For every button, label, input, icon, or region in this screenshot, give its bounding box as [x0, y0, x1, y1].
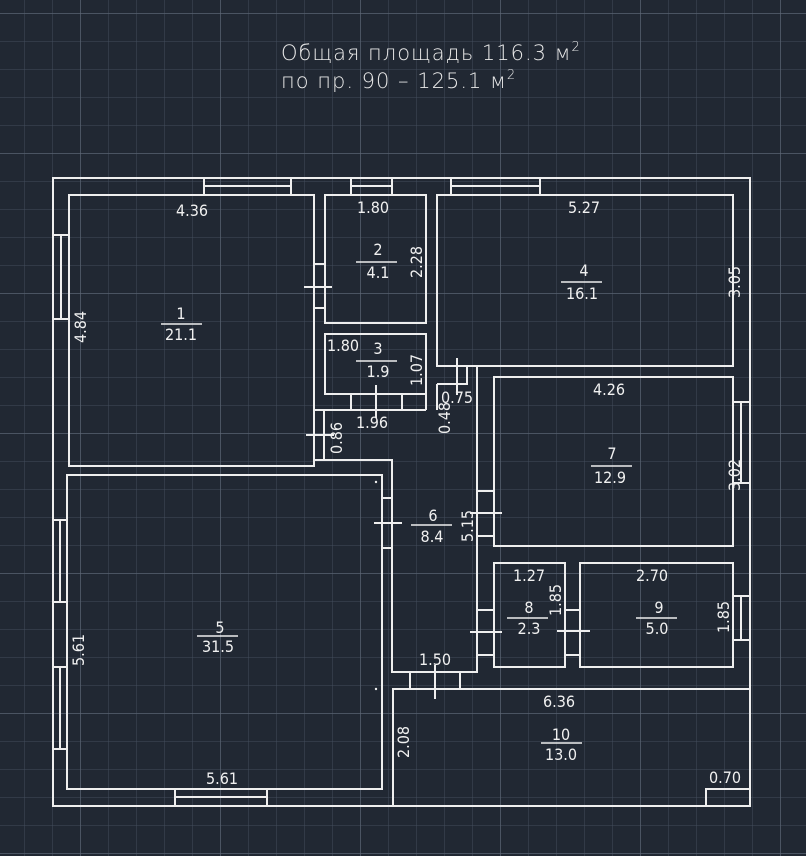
dim-r3-bottom: 1.96 — [356, 413, 388, 432]
room-1-outline — [68, 194, 315, 467]
total-area-text: Общая площадь 116.3 м — [281, 41, 572, 65]
room-area: 16.1 — [566, 284, 598, 303]
room-6-label: 6 8.4 — [411, 506, 452, 546]
door-room-10[interactable] — [409, 665, 461, 699]
outer-wall — [52, 177, 751, 807]
total-area-title: Общая площадь 116.3 м2 — [281, 40, 581, 65]
dim-r6-height: 5.15 — [458, 510, 477, 542]
total-area-unit-sup: 2 — [571, 40, 581, 55]
dim-r4-height: 3.05 — [725, 266, 744, 298]
door-room-1-corridor[interactable] — [306, 409, 334, 461]
point-mark — [374, 687, 378, 691]
room-area: 8.4 — [421, 527, 444, 546]
room-4-outline — [436, 194, 734, 367]
dim-r3-width: 1.80 — [327, 336, 359, 355]
dim-r4-width: 5.27 — [568, 198, 600, 217]
room-area: 13.0 — [545, 745, 577, 764]
room-area: 4.1 — [367, 263, 390, 282]
dim-r1-width: 4.36 — [176, 201, 208, 220]
dim-r2-width: 1.80 — [357, 198, 389, 217]
dim-r8-width: 1.27 — [513, 566, 545, 585]
point-mark — [374, 480, 378, 484]
dim-r10-height: 2.08 — [394, 726, 413, 758]
room-1-label: 1 21.1 — [161, 304, 202, 344]
room-number: 8 — [524, 598, 533, 617]
door-room-7[interactable] — [470, 490, 502, 537]
door-room-9[interactable] — [557, 609, 590, 656]
project-area-unit-sup: 2 — [506, 68, 517, 83]
room-number: 3 — [373, 339, 382, 358]
room-area: 31.5 — [202, 637, 234, 656]
dim-r9-height: 1.85 — [714, 601, 733, 633]
dim-r10-niche: 0.70 — [709, 768, 741, 787]
room-2-label: 2 4.1 — [356, 240, 397, 282]
room-5-label: 5 31.5 — [197, 618, 238, 656]
room-4-label: 4 16.1 — [561, 261, 602, 303]
room-area: 12.9 — [594, 468, 626, 487]
room-10-outline — [392, 688, 750, 806]
dim-r6-bottom: 1.50 — [419, 650, 451, 669]
room-9-label: 9 5.0 — [636, 598, 677, 638]
room-number: 1 — [176, 304, 185, 323]
project-area-title: по пр. 90 – 125.1 м2 — [281, 68, 516, 93]
door-room-3[interactable] — [350, 385, 403, 418]
door-room-5[interactable] — [374, 497, 402, 549]
room-number: 7 — [607, 444, 616, 463]
dim-r8-height: 1.85 — [546, 584, 565, 616]
room-area: 5.0 — [646, 619, 669, 638]
room-number: 2 — [373, 240, 382, 259]
room-number: 4 — [579, 261, 588, 280]
dim-r5-height: 5.61 — [69, 634, 88, 666]
dim-r7-width: 4.26 — [593, 380, 625, 399]
room-number: 9 — [654, 598, 663, 617]
dim-r7-height: 3.02 — [725, 459, 744, 491]
room-10-niche — [705, 788, 751, 807]
room-area: 21.1 — [165, 325, 197, 344]
dim-r1-height: 4.84 — [71, 311, 90, 343]
room-3-label: 3 1.9 — [356, 339, 397, 381]
dim-r10-width: 6.36 — [543, 692, 575, 711]
dim-nook-048: 0.48 — [435, 402, 454, 434]
dim-nook-086: 0.86 — [327, 422, 346, 454]
project-area-text: по пр. 90 – 125.1 м — [281, 69, 507, 93]
dim-r9-width: 2.70 — [636, 566, 668, 585]
room-number: 10 — [552, 725, 570, 744]
room-number: 5 — [215, 618, 224, 637]
nook-075-outline — [437, 366, 468, 385]
door-room-8[interactable] — [470, 609, 502, 656]
room-number: 6 — [428, 506, 437, 525]
dim-r5-width: 5.61 — [206, 769, 238, 788]
room-8-label: 8 2.3 — [507, 598, 548, 638]
room-area: 1.9 — [367, 362, 390, 381]
room-7-label: 7 12.9 — [591, 444, 632, 487]
room-10-label: 10 13.0 — [541, 725, 582, 764]
dim-nook-075: 0.75 — [441, 388, 473, 407]
room-area: 2.3 — [518, 619, 541, 638]
dim-r3-height: 1.07 — [407, 354, 426, 386]
dim-r2-height: 2.28 — [407, 246, 426, 278]
door-room-1-2[interactable] — [304, 263, 332, 309]
